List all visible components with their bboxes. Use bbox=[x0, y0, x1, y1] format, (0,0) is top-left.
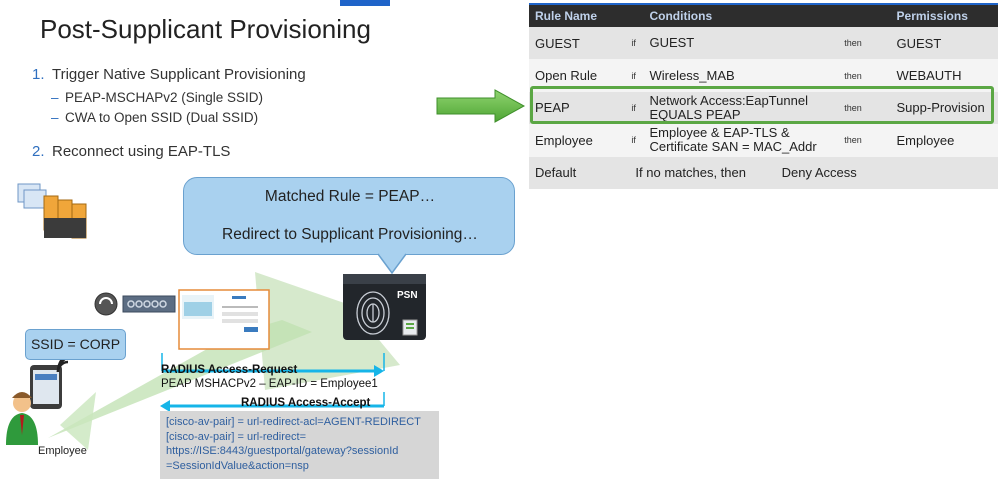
rule-name-cell: Default bbox=[529, 156, 630, 189]
av-pair-line: =SessionIdValue&action=nsp bbox=[166, 459, 309, 472]
radius-request-arrow bbox=[162, 365, 384, 377]
step-1-subitem-1: –PEAP-MSCHAPv2 (Single SSID) bbox=[51, 90, 263, 105]
radius-request-detail: PEAP MSHACPv2 – EAP-ID = Employee1 bbox=[161, 378, 378, 390]
radius-accept-arrow bbox=[160, 392, 385, 412]
condition-cell: Employee & EAP-TLS &Certificate SAN = MA… bbox=[643, 124, 839, 157]
psn-beam bbox=[255, 272, 400, 390]
radius-request-title: RADIUS Access-Request bbox=[161, 364, 298, 376]
table-row: GUEST if GUEST then GUEST bbox=[529, 27, 998, 60]
if-keyword: if bbox=[629, 59, 644, 92]
permission-cell: Employee bbox=[890, 124, 998, 157]
step-2-text: Reconnect using EAP-TLS bbox=[52, 143, 231, 160]
table-header-row: Rule Name Conditions Permissions bbox=[529, 3, 998, 27]
peap-row-highlight bbox=[530, 86, 994, 124]
step-1: 1. Trigger Native Supplicant Provisioning bbox=[32, 66, 306, 83]
table-row: Employee if Employee & EAP-TLS &Certific… bbox=[529, 124, 998, 157]
step-2: 2. Reconnect using EAP-TLS bbox=[32, 143, 230, 160]
rule-name-cell: Employee bbox=[529, 124, 630, 157]
title-accent-bar bbox=[340, 0, 390, 6]
tablet-icon bbox=[30, 365, 62, 409]
condition-cell: GUEST bbox=[643, 27, 839, 60]
condition-line: Certificate SAN = MAC_Addr bbox=[649, 139, 817, 155]
column-header-conditions: Conditions bbox=[643, 3, 891, 27]
condition-line: Network Access:EapTunnel bbox=[649, 92, 808, 108]
provisioning-portal-screenshot bbox=[178, 289, 270, 350]
step-2-number: 2. bbox=[32, 143, 45, 160]
callout-line-1: Matched Rule = PEAP… bbox=[264, 188, 436, 205]
rule-name-cell: PEAP bbox=[529, 91, 630, 125]
then-keyword: then bbox=[838, 27, 891, 60]
condition-line: Wireless_MAB bbox=[649, 67, 735, 83]
default-condition-text: If no matches, then bbox=[635, 165, 746, 181]
matched-rule-callout: Matched Rule = PEAP… Redirect to Supplic… bbox=[183, 177, 515, 255]
if-keyword: if bbox=[629, 124, 644, 157]
av-pair-line: https://ISE:8443/guestportal/gateway?ses… bbox=[166, 445, 399, 457]
av-pair-box: [cisco-av-pair] = url-redirect-acl=AGENT… bbox=[160, 411, 439, 479]
employee-label: Employee bbox=[38, 445, 87, 457]
table-row-default: Default If no matches, then Deny Access bbox=[529, 156, 998, 189]
dash-bullet: – bbox=[51, 90, 59, 105]
then-keyword: then bbox=[838, 124, 891, 157]
step-1-subitem-1-text: PEAP-MSCHAPv2 (Single SSID) bbox=[65, 90, 264, 105]
network-diagram bbox=[6, 183, 426, 450]
step-1-subitem-2-text: CWA to Open SSID (Dual SSID) bbox=[65, 110, 259, 125]
fingerprint-icon bbox=[356, 291, 390, 335]
green-arrow-icon bbox=[436, 89, 526, 123]
psn-label: PSN bbox=[397, 290, 418, 301]
then-keyword: then bbox=[838, 91, 891, 125]
condition-line: Employee & EAP-TLS & bbox=[649, 125, 790, 141]
column-header-rule-name: Rule Name bbox=[529, 3, 644, 27]
default-condition-cell: If no matches, then Deny Access bbox=[629, 156, 998, 189]
permission-cell: Supp-Provision bbox=[890, 91, 998, 125]
step-1-number: 1. bbox=[32, 66, 45, 83]
radius-accept-title: RADIUS Access-Accept bbox=[241, 397, 371, 409]
if-keyword: if bbox=[629, 91, 644, 125]
condition-line: GUEST bbox=[649, 35, 695, 51]
callout-line-2: Redirect to Supplicant Provisioning… bbox=[222, 226, 478, 243]
permission-cell: GUEST bbox=[890, 27, 998, 60]
step-1-subitem-2: –CWA to Open SSID (Dual SSID) bbox=[51, 110, 258, 125]
default-permission: Deny Access bbox=[781, 165, 857, 181]
dash-bullet: – bbox=[51, 110, 59, 125]
rule-name-cell: GUEST bbox=[529, 27, 630, 60]
ssid-label-box: SSID = CORP bbox=[25, 329, 126, 360]
column-header-permissions: Permissions bbox=[890, 3, 998, 27]
if-keyword: if bbox=[629, 27, 644, 60]
callout-pointer bbox=[378, 253, 407, 275]
psn-appliance-icon bbox=[343, 274, 426, 340]
server-cluster-icon bbox=[17, 183, 87, 239]
employee-person-icon bbox=[6, 392, 38, 445]
step-1-text: Trigger Native Supplicant Provisioning bbox=[52, 66, 306, 83]
av-pair-line: [cisco-av-pair] = url-redirect-acl=AGENT… bbox=[166, 416, 421, 428]
av-pair-line: [cisco-av-pair] = url-redirect= bbox=[166, 430, 306, 443]
condition-line: EQUALS PEAP bbox=[649, 106, 741, 122]
wireless-controller-icon bbox=[94, 292, 176, 316]
slide-title: Post-Supplicant Provisioning bbox=[40, 14, 371, 44]
client-beam-tip bbox=[60, 392, 96, 450]
